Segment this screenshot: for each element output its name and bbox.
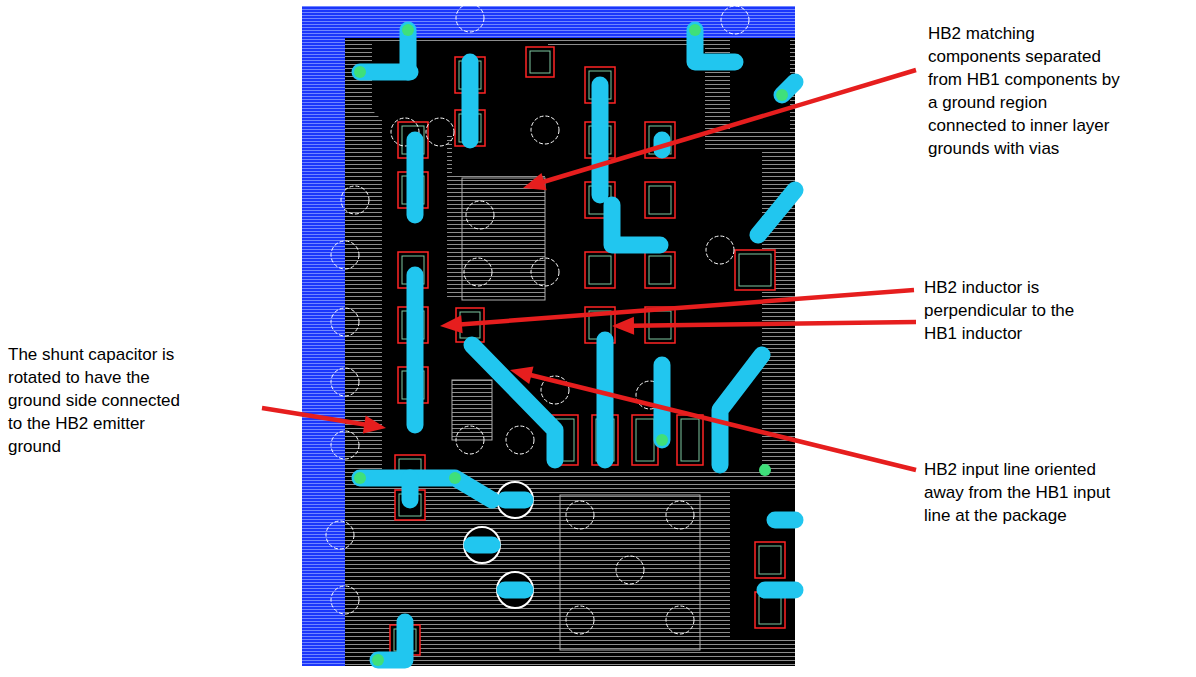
copper-trace xyxy=(505,582,525,599)
copper-trace xyxy=(775,512,795,529)
via xyxy=(531,258,559,286)
pad-inner xyxy=(759,596,781,624)
via xyxy=(331,431,359,459)
via xyxy=(456,426,484,454)
via xyxy=(326,521,354,549)
via xyxy=(666,606,694,634)
copper-trace xyxy=(612,205,660,245)
trace-end xyxy=(759,464,771,476)
copper-trace xyxy=(765,582,795,599)
through-hole xyxy=(497,482,533,518)
via xyxy=(566,606,594,634)
copper-trace xyxy=(407,275,424,425)
arrow-head xyxy=(440,315,463,333)
copper-trace xyxy=(407,140,424,215)
copper-trace xyxy=(758,190,795,235)
copper-trace xyxy=(402,478,419,500)
pad-outline xyxy=(645,182,675,218)
through-hole xyxy=(497,572,533,608)
via xyxy=(616,556,644,584)
copper-trace xyxy=(505,492,525,509)
copper-trace xyxy=(472,537,492,554)
board-background xyxy=(302,6,795,666)
copper-trace xyxy=(400,30,417,72)
via xyxy=(331,308,359,336)
trace-end xyxy=(689,24,701,36)
arrow-head xyxy=(523,173,547,190)
via xyxy=(531,116,559,144)
pad-inner xyxy=(530,51,550,73)
via xyxy=(666,501,694,529)
pad-inner xyxy=(739,254,771,286)
arrow-head xyxy=(363,416,386,434)
pad-outline xyxy=(645,252,675,288)
trace-end xyxy=(354,66,366,78)
copper-trace xyxy=(360,478,492,500)
clearance-area xyxy=(730,490,795,640)
pad-outline xyxy=(585,252,615,288)
trace-end xyxy=(354,472,366,484)
via xyxy=(721,6,749,34)
trace-end xyxy=(449,472,461,484)
pad-inner xyxy=(589,256,611,284)
pad-outline xyxy=(677,415,703,465)
via xyxy=(566,501,594,529)
pad-inner xyxy=(759,546,781,574)
copper-trace xyxy=(472,345,555,460)
leader-arrows xyxy=(262,70,916,470)
clearance-area xyxy=(372,42,455,470)
leader-line xyxy=(460,290,914,324)
via xyxy=(331,368,359,396)
via xyxy=(331,241,359,269)
via xyxy=(466,201,494,229)
trace-end xyxy=(402,24,414,36)
callout-text: HB2 matching components separated from H… xyxy=(928,22,1128,160)
ground-region xyxy=(452,380,492,440)
via xyxy=(464,258,492,286)
ground-region xyxy=(462,178,545,300)
pcb-layout xyxy=(302,4,795,666)
leader-line xyxy=(632,322,916,326)
via xyxy=(706,236,734,264)
pad-inner xyxy=(649,186,671,214)
trace-end xyxy=(656,434,668,446)
callout-text: The shunt capacitor is rotated to have t… xyxy=(8,343,190,458)
ground-plane xyxy=(345,38,795,666)
copper-trace xyxy=(720,355,762,465)
via xyxy=(456,4,484,32)
leader-line xyxy=(262,408,366,425)
callout-text: HB2 inductor is perpendicular to the HB1… xyxy=(924,276,1104,345)
pad-outline xyxy=(735,250,775,290)
pads xyxy=(390,47,785,655)
trace-end xyxy=(372,654,384,666)
pad-inner xyxy=(681,419,699,461)
through-holes xyxy=(464,482,533,608)
arrow-head xyxy=(510,367,534,384)
copper-trace xyxy=(462,62,479,140)
ground-region xyxy=(560,495,700,650)
leader-line xyxy=(529,375,916,470)
copper-trace xyxy=(654,365,671,440)
copper-trace xyxy=(378,622,405,660)
via xyxy=(426,118,454,146)
copper-trace xyxy=(597,340,614,460)
pad-outline xyxy=(526,47,554,77)
trace-end xyxy=(776,89,788,101)
via xyxy=(331,586,359,614)
trace-ends xyxy=(354,24,788,666)
callout-text: HB2 input line oriented away from the HB… xyxy=(924,458,1124,527)
pad-inner xyxy=(649,256,671,284)
copper-trace xyxy=(695,30,735,62)
ground-regions xyxy=(452,178,700,650)
pad-outline xyxy=(645,122,675,158)
via xyxy=(506,426,534,454)
pad-outline xyxy=(755,542,785,578)
copper-trace xyxy=(592,85,609,195)
via xyxy=(341,186,369,214)
arrow-head xyxy=(612,317,634,335)
through-hole xyxy=(464,527,500,563)
leader-line xyxy=(542,70,916,182)
pad-inner xyxy=(636,419,654,461)
